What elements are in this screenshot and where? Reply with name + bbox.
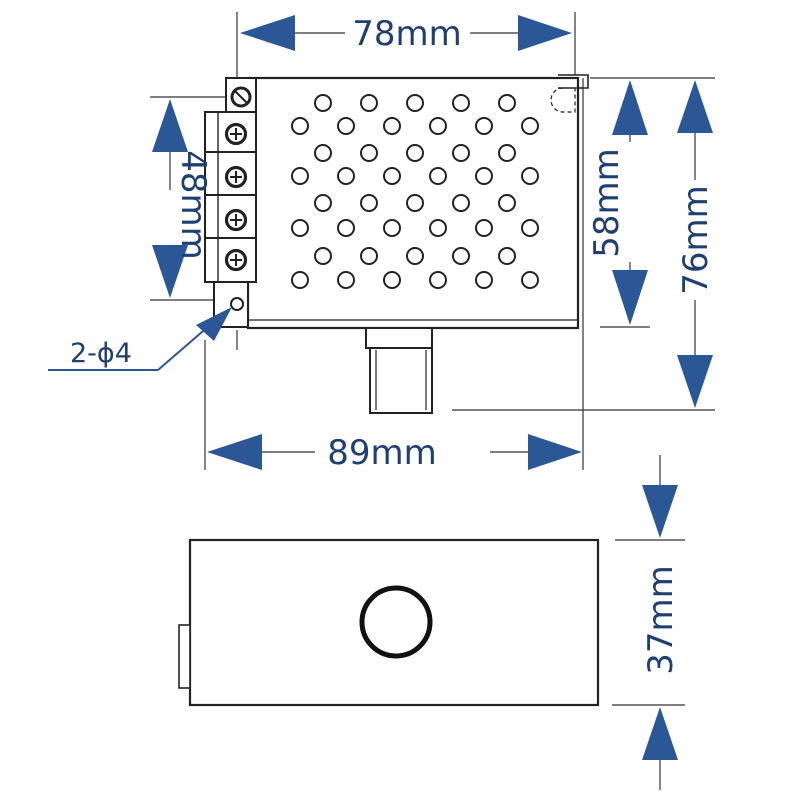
- dimension-label-78mm: 78mm: [352, 14, 462, 54]
- vent-hole: [475, 117, 493, 135]
- vent-hole: [521, 271, 539, 289]
- side-view: [178, 538, 600, 707]
- dimension-48mm: 48mm: [152, 99, 213, 298]
- vent-hole: [337, 117, 355, 135]
- terminal-screw-3: [224, 208, 248, 232]
- terminal-screw-1: [224, 122, 248, 146]
- mounting-hole: [230, 297, 244, 311]
- dimension-label-48mm: 48mm: [173, 150, 213, 260]
- vent-hole: [429, 219, 447, 237]
- terminal-screw-4: [224, 248, 248, 272]
- vent-hole: [406, 94, 424, 112]
- vent-hole: [521, 219, 539, 237]
- vent-hole: [452, 94, 470, 112]
- top-view: [150, 12, 715, 470]
- vent-hole: [291, 271, 309, 289]
- vent-hole: [498, 144, 516, 162]
- dimension-label-76mm: 76mm: [676, 185, 716, 295]
- vent-hole: [291, 219, 309, 237]
- vent-hole: [383, 219, 401, 237]
- side-housing: [188, 538, 600, 707]
- terminal-screw-top: [230, 86, 252, 108]
- vent-hole: [429, 117, 447, 135]
- dimension-label-58mm: 58mm: [587, 148, 627, 258]
- mounting-hole-label: 2-ϕ4: [70, 338, 132, 369]
- vent-hole: [498, 247, 516, 265]
- dimension-label-89mm: 89mm: [327, 433, 437, 473]
- vent-hole: [291, 167, 309, 185]
- vent-hole: [521, 117, 539, 135]
- mounting-hole-leader: 2-ϕ4: [48, 307, 232, 371]
- vent-hole: [291, 117, 309, 135]
- vent-hole: [314, 94, 332, 112]
- dimension-76mm: 76mm: [676, 80, 716, 408]
- vent-hole: [383, 167, 401, 185]
- vent-hole: [475, 271, 493, 289]
- vent-hole: [314, 194, 332, 212]
- vent-hole: [429, 167, 447, 185]
- vent-hole: [314, 144, 332, 162]
- vent-hole: [498, 94, 516, 112]
- vent-hole: [406, 194, 424, 212]
- dimension-78mm: 78mm: [240, 14, 572, 54]
- vent-hole: [383, 271, 401, 289]
- vent-hole: [406, 144, 424, 162]
- vent-hole: [383, 117, 401, 135]
- dimension-label-37mm: 37mm: [641, 565, 681, 675]
- vent-hole: [475, 167, 493, 185]
- ventilation-holes: [291, 94, 539, 289]
- vent-hole: [498, 194, 516, 212]
- vent-hole: [475, 219, 493, 237]
- vent-hole: [314, 247, 332, 265]
- vent-hole: [429, 271, 447, 289]
- vent-hole: [337, 167, 355, 185]
- vent-hole: [452, 194, 470, 212]
- right-mounting-tab: [558, 74, 589, 89]
- potentiometer-shaft: [365, 327, 433, 414]
- vent-hole: [452, 247, 470, 265]
- vent-hole: [337, 271, 355, 289]
- vent-hole: [452, 144, 470, 162]
- dimension-89mm: 89mm: [207, 433, 582, 473]
- vent-hole: [360, 194, 378, 212]
- dimension-58mm: 58mm: [587, 80, 648, 325]
- vent-hole: [360, 144, 378, 162]
- vent-hole: [360, 94, 378, 112]
- terminal-screw-2: [224, 165, 248, 189]
- vent-hole: [360, 247, 378, 265]
- dimension-37mm: 37mm: [612, 455, 685, 790]
- vent-hole: [406, 247, 424, 265]
- potentiometer-knob: [359, 585, 433, 659]
- side-terminal-tab: [178, 624, 191, 689]
- vent-hole: [521, 167, 539, 185]
- vent-hole: [337, 219, 355, 237]
